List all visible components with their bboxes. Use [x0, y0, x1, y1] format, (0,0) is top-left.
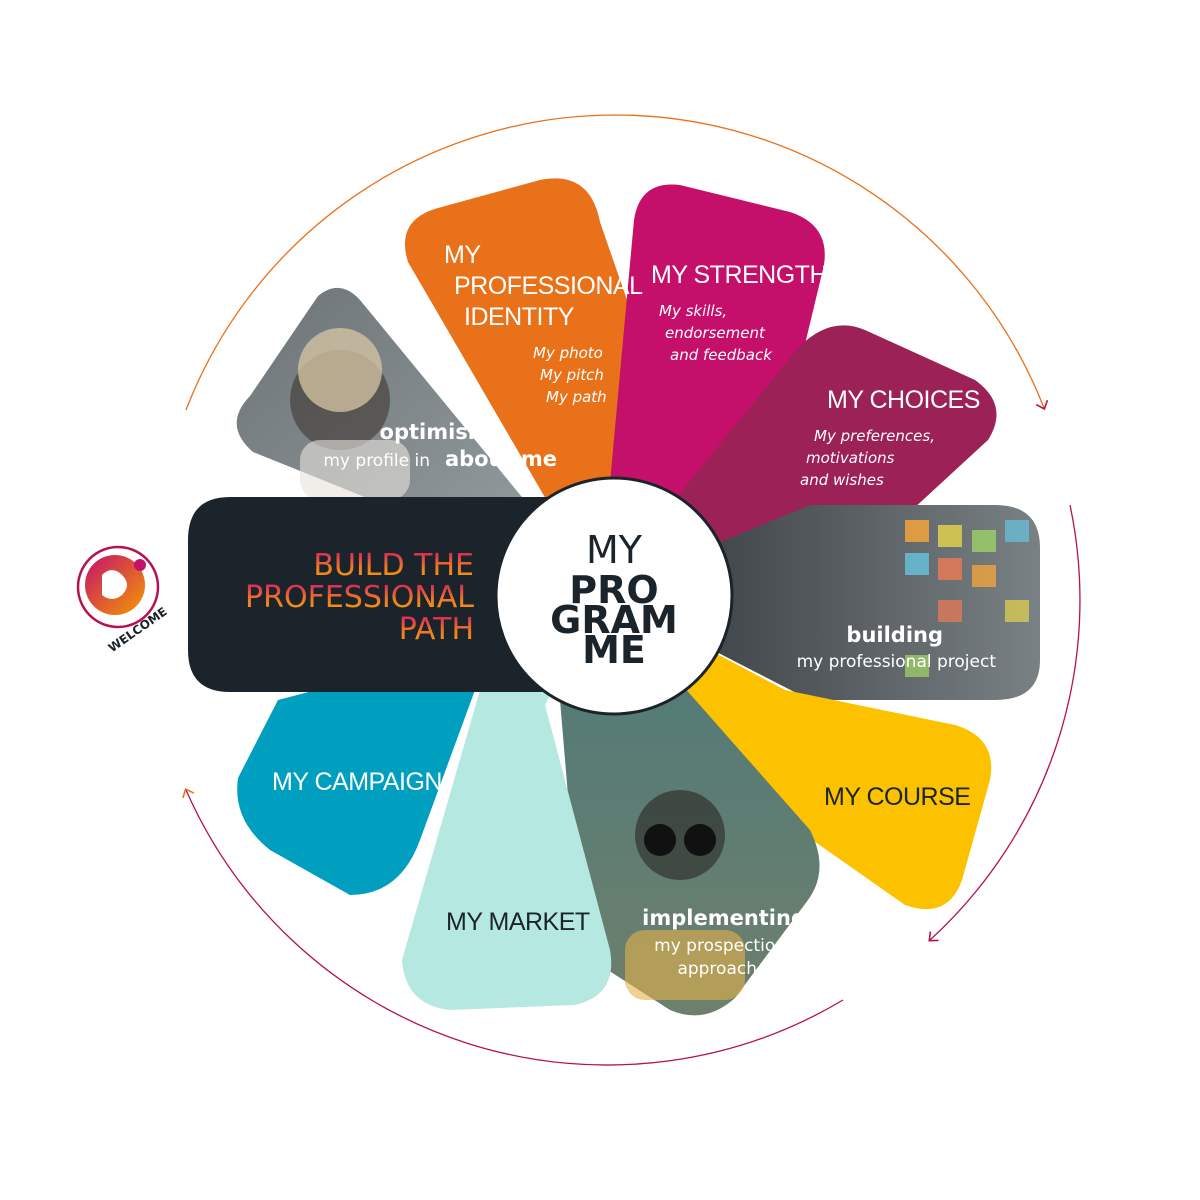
welcome-label: WELCOME	[106, 604, 170, 655]
identity-title-3: IDENTITY	[464, 303, 575, 331]
building-bold: building	[846, 623, 943, 647]
identity-item-1: My photo	[533, 344, 603, 362]
strengths-item-1: My skills,	[659, 302, 727, 320]
strengths-title: MY STRENGTHS	[651, 261, 843, 289]
build-path-line-2: PROFESSIONAL	[245, 580, 474, 615]
build-path-line-1: BUILD THE	[313, 548, 474, 583]
campaign-title: MY CAMPAIGN	[272, 768, 442, 796]
center-label-line-1: MY	[586, 528, 643, 572]
strengths-item-2: endorsement	[665, 324, 766, 342]
optimising-bold: optimising	[380, 420, 505, 444]
choices-item-1: My preferences,	[814, 427, 935, 445]
building-text: my professional project	[797, 652, 997, 672]
strengths-item-3: and feedback	[670, 346, 773, 364]
implementing-text-1: my prospection	[654, 936, 786, 956]
choices-title: MY CHOICES	[827, 386, 980, 414]
implementing-bold: implementing	[642, 906, 806, 930]
identity-item-2: My pitch	[540, 366, 604, 384]
market-title: MY MARKET	[446, 908, 590, 936]
optimising-bold-2: about me	[445, 447, 557, 471]
course-title: MY COURSE	[824, 783, 970, 811]
choices-item-2: motivations	[806, 449, 895, 467]
optimising-text: my profile in	[323, 451, 430, 471]
implementing-text-2: approach	[677, 959, 757, 979]
choices-item-3: and wishes	[800, 471, 884, 489]
identity-item-3: My path	[546, 388, 607, 406]
identity-title-2: PROFESSIONAL	[454, 272, 643, 300]
center-label-line-4: ME	[582, 628, 646, 672]
build-path-line-3: PATH	[399, 612, 474, 647]
identity-title-1: MY	[444, 241, 481, 269]
